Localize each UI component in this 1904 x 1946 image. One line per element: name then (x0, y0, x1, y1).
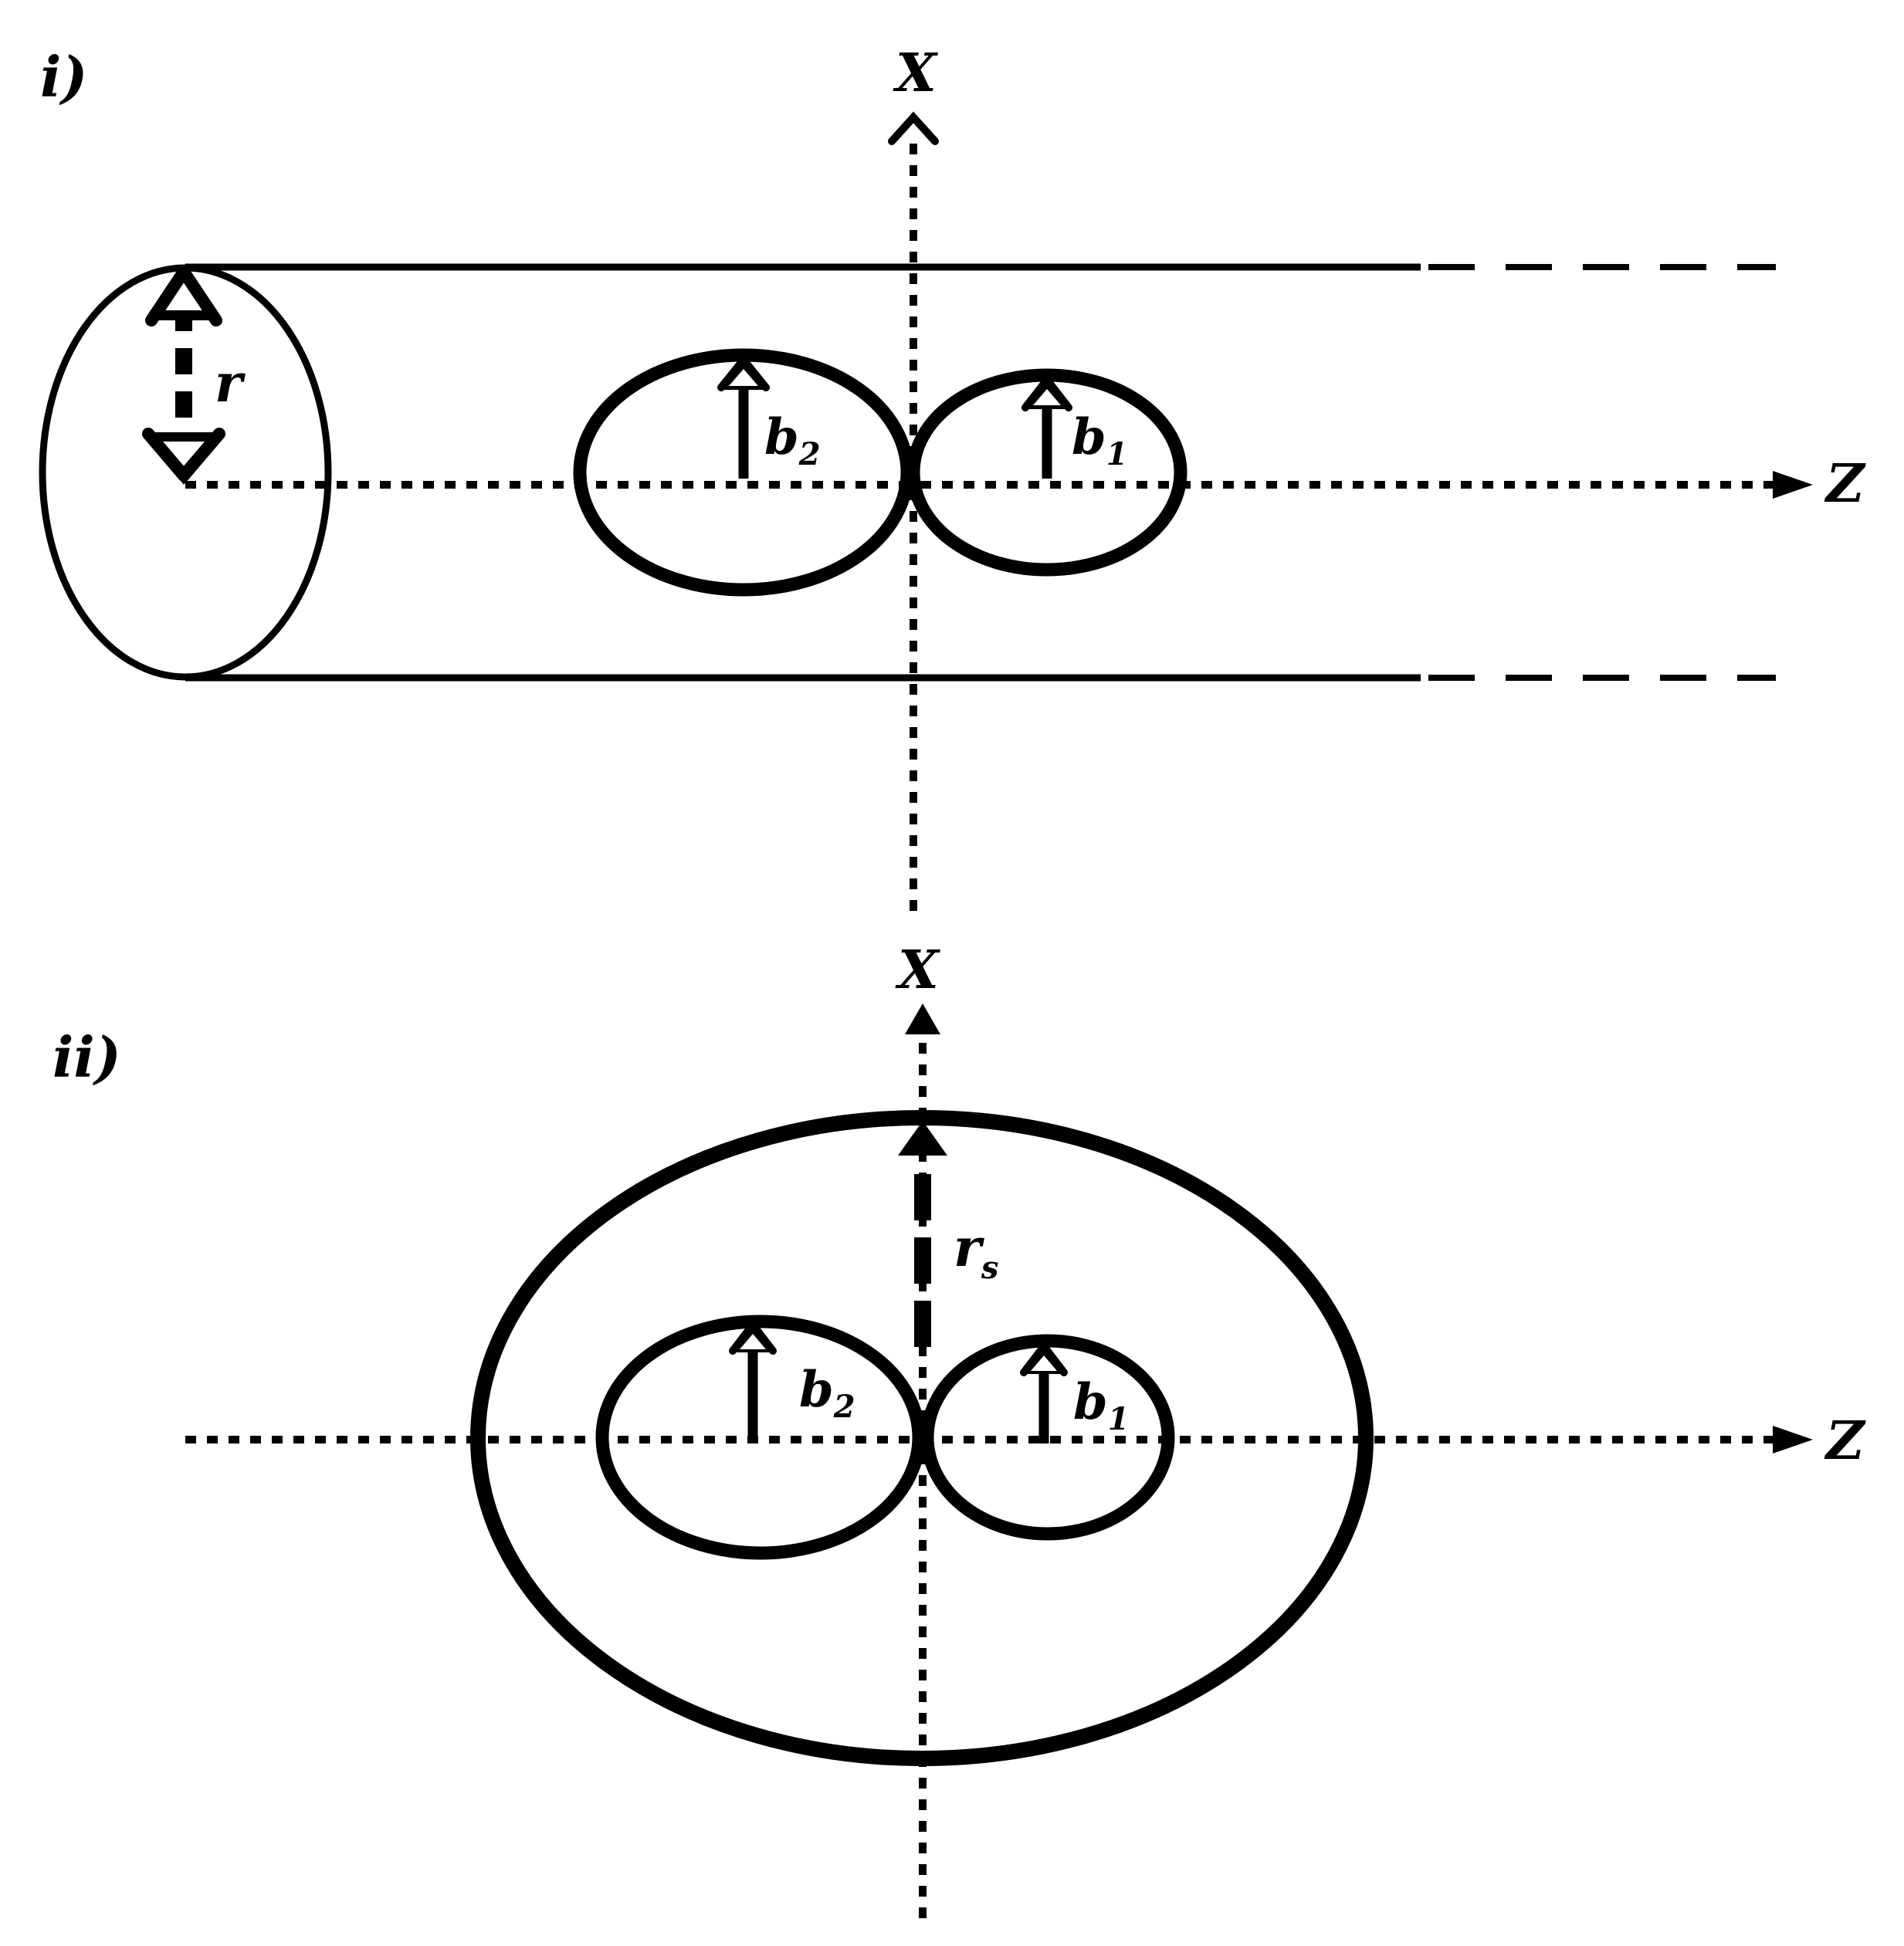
panel-i: i) r Z X (39, 42, 1866, 911)
bubble-b1-label-i: b1 (1072, 408, 1128, 472)
x-axis-i: X (888, 42, 939, 911)
panel-ii: ii) Z X rs b2 (53, 939, 1866, 1918)
radius-r-label: r (215, 353, 246, 415)
x-axis-label-ii: X (895, 939, 940, 1001)
radius-rs-label: rs (954, 1217, 998, 1286)
bubble-b2-i: b2 (573, 348, 914, 597)
bubble-b2-ii: b2 (595, 1315, 926, 1560)
z-axis-label-ii: Z (1824, 1410, 1866, 1472)
z-axis-label-i: Z (1824, 453, 1866, 515)
radius-r-arrow: r (142, 266, 246, 485)
radius-rs-arrow: rs (898, 1121, 998, 1347)
panel-i-label: i) (40, 44, 87, 110)
z-axis-ii: Z (185, 1410, 1866, 1472)
bubble-b1-ii: b1 (920, 1334, 1175, 1541)
bubble-b2-label-i: b2 (764, 408, 821, 472)
x-axis-label-i: X (893, 42, 938, 104)
bubble-b1-i: b1 (906, 368, 1187, 577)
panel-ii-label: ii) (53, 1024, 121, 1090)
bubble-b1-label-ii: b1 (1073, 1373, 1130, 1437)
bubble-b2-label-ii: b2 (799, 1361, 855, 1425)
z-axis-i: Z (185, 453, 1866, 515)
